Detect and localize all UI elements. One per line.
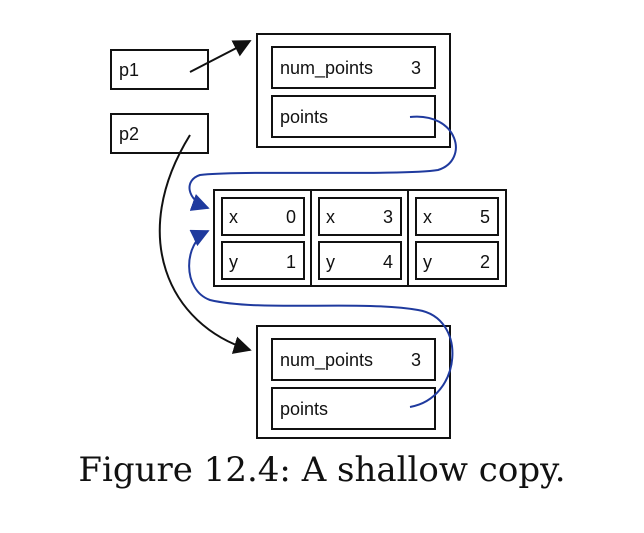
point-cell-0-y-field	[221, 241, 305, 280]
pointer-p2-label: p2	[119, 124, 139, 144]
bottom-points-to-array-arrow	[188, 229, 454, 408]
point-cell-2-x-field	[415, 197, 499, 236]
point-cell-0-x-label: x	[229, 207, 238, 227]
point-cell-1-x-value: 3	[383, 207, 393, 227]
struct-top-points-field	[271, 95, 436, 138]
point-cell-1-y-value: 4	[383, 252, 393, 272]
pointer-p1-label: p1	[119, 60, 139, 80]
pointer-p2-box	[110, 113, 209, 154]
figure-caption: Figure 12.4: A shallow copy.	[78, 450, 566, 490]
point-cell-0-y-value: 1	[286, 252, 296, 272]
struct-top-num-points-value: 3	[411, 58, 421, 78]
struct-top: num_points 3 points	[256, 33, 451, 148]
point-cell-1-y-field	[318, 241, 402, 280]
struct-top-num-points-field	[271, 46, 436, 89]
point-cell-2-x-value: 5	[480, 207, 490, 227]
struct-top-points-label: points	[280, 107, 328, 127]
point-cell-1: x 3 y 4	[318, 197, 402, 280]
struct-bottom-points-label: points	[280, 399, 328, 419]
point-cell-2-y-field	[415, 241, 499, 280]
pointer-p2: p2	[110, 113, 209, 154]
struct-top-num-points-label: num_points	[280, 58, 373, 79]
point-cell-2-y-value: 2	[480, 252, 490, 272]
struct-bottom-num-points-label: num_points	[280, 350, 373, 371]
point-cell-2-y-label: y	[423, 252, 432, 272]
point-cell-0-x-value: 0	[286, 207, 296, 227]
struct-bottom-points-field	[271, 387, 436, 430]
point-cell-1-y-label: y	[326, 252, 335, 272]
p2-to-struct-bottom-arrow	[158, 134, 252, 354]
point-cell-0-x-field	[221, 197, 305, 236]
p1-to-struct-top-arrow	[189, 40, 252, 73]
point-cell-0: x 0 y 1	[221, 197, 305, 280]
pointer-p1-box	[110, 49, 209, 90]
pointer-p1: p1	[110, 49, 209, 90]
point-cell-0-y-label: y	[229, 252, 238, 272]
struct-bottom-num-points-field	[271, 338, 436, 381]
top-points-to-array-arrow	[188, 115, 457, 211]
points-array: x 0 y 1 x 3 y 4 x 5 y 2	[213, 189, 507, 287]
point-cell-1-x-field	[318, 197, 402, 236]
struct-bottom: num_points 3 points	[256, 325, 451, 439]
struct-bottom-num-points-value: 3	[411, 350, 421, 370]
point-cell-1-x-label: x	[326, 207, 335, 227]
point-cell-2-x-label: x	[423, 207, 432, 227]
point-cell-2: x 5 y 2	[415, 197, 499, 280]
